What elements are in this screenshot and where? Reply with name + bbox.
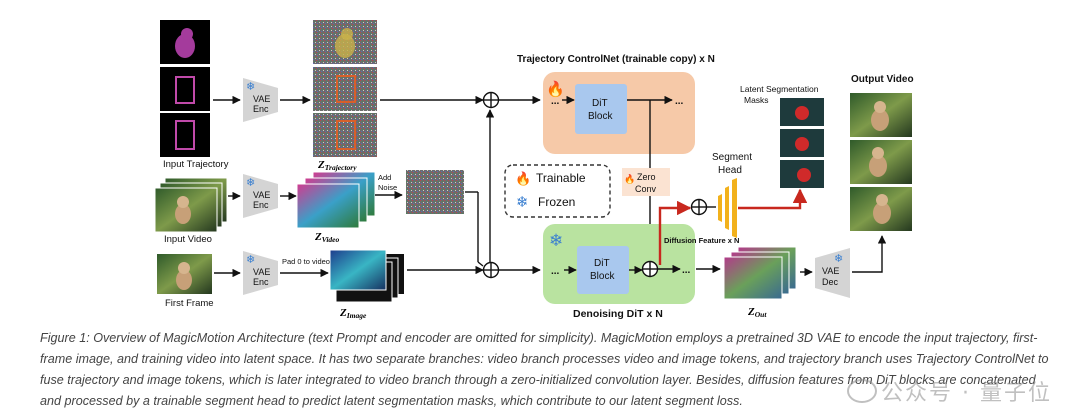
segment-head-label: Segment <box>712 152 752 163</box>
svg-text:...: ... <box>551 96 560 107</box>
svg-text:DiT: DiT <box>592 98 608 109</box>
z-trajectory-latents <box>313 20 377 157</box>
add-noise-label: Add <box>378 173 391 182</box>
svg-text:Head: Head <box>718 165 742 176</box>
vae-decoder: ❄ VAE Dec <box>815 248 850 298</box>
legend-box <box>504 164 611 218</box>
svg-text:Enc: Enc <box>253 104 269 114</box>
svg-text:Zero: Zero <box>637 172 656 182</box>
snowflake-icon: ❄ <box>246 254 255 266</box>
wechat-logo-icon <box>847 379 878 403</box>
svg-text:Noise: Noise <box>378 183 397 192</box>
controlnet-title: Trajectory ControlNet (trainable copy) x… <box>517 54 715 65</box>
svg-text:VAE: VAE <box>253 94 270 104</box>
add-node-denoising <box>641 260 659 278</box>
fire-icon: 🔥 <box>546 80 565 98</box>
first-frame-image <box>157 254 212 294</box>
concat-node <box>690 198 708 216</box>
add-node-bottom <box>482 261 500 279</box>
snowflake-icon: ❄ <box>246 81 255 93</box>
z-video-latents <box>296 171 376 229</box>
z-image-latents <box>329 249 404 303</box>
output-video-label: Output Video <box>851 74 914 85</box>
svg-text:Enc: Enc <box>253 200 269 210</box>
z-image-label: ZImage <box>339 307 367 320</box>
fire-icon: 🔥 <box>515 171 531 186</box>
diffusion-feature-label: Diffusion Feature x N <box>664 236 739 245</box>
svg-text:Enc: Enc <box>253 277 269 287</box>
z-trajectory-label: ZTrajectory <box>317 159 357 172</box>
svg-text:VAE: VAE <box>253 267 270 277</box>
input-trajectory-frames <box>160 20 210 157</box>
pad-zero-label: Pad 0 to video <box>282 257 330 266</box>
vae-encoder-image: ❄ VAE Enc <box>243 251 278 295</box>
figure-caption: Figure 1: Overview of MagicMotion Archit… <box>40 331 1049 408</box>
legend-trainable: Trainable <box>536 171 586 185</box>
svg-text:Block: Block <box>590 271 615 282</box>
svg-text:...: ... <box>682 265 691 276</box>
first-frame-label: First Frame <box>165 298 214 309</box>
vae-encoder-trajectory: ❄ VAE Enc <box>243 78 278 122</box>
z-out-latents <box>723 246 797 300</box>
add-node-top <box>482 91 500 109</box>
architecture-diagram: Input Trajectory Input Video First Frame… <box>154 20 914 320</box>
z-out-label: ZOut <box>747 306 767 319</box>
snowflake-icon: ❄ <box>834 253 843 265</box>
vae-encoder-video: ❄ VAE Enc <box>243 174 278 218</box>
denoising-dit-block <box>577 246 629 294</box>
svg-text:Masks: Masks <box>744 95 769 105</box>
legend-frozen: Frozen <box>538 195 575 209</box>
output-video-frames <box>850 93 912 231</box>
svg-text:VAE: VAE <box>822 266 839 276</box>
svg-text:...: ... <box>675 96 684 107</box>
denoising-label: Denoising DiT x N <box>573 308 663 320</box>
latent-segmentation-masks <box>780 98 824 188</box>
svg-text:Dec: Dec <box>822 277 839 287</box>
svg-text:VAE: VAE <box>253 190 270 200</box>
svg-text:Conv: Conv <box>635 184 657 194</box>
input-video-frames <box>154 177 228 233</box>
input-video-label: Input Video <box>164 234 212 245</box>
snowflake-icon: ❄ <box>516 194 529 211</box>
z-video-label: ZVideo <box>314 231 339 244</box>
snowflake-icon: ❄ <box>246 177 255 189</box>
input-trajectory-label: Input Trajectory <box>163 159 229 170</box>
segment-head <box>718 178 737 238</box>
svg-text:Block: Block <box>588 111 613 122</box>
svg-text:...: ... <box>551 266 560 277</box>
noisy-video-latent <box>406 170 464 214</box>
svg-text:DiT: DiT <box>594 258 610 269</box>
controlnet-dit-block <box>575 84 627 134</box>
fire-icon: 🔥 <box>624 173 635 184</box>
watermark: 公众号 · 量子位 <box>847 375 1052 407</box>
latent-seg-label: Latent Segmentation <box>740 84 819 94</box>
snowflake-icon: ❄ <box>549 231 563 250</box>
zero-conv-block <box>622 168 670 196</box>
